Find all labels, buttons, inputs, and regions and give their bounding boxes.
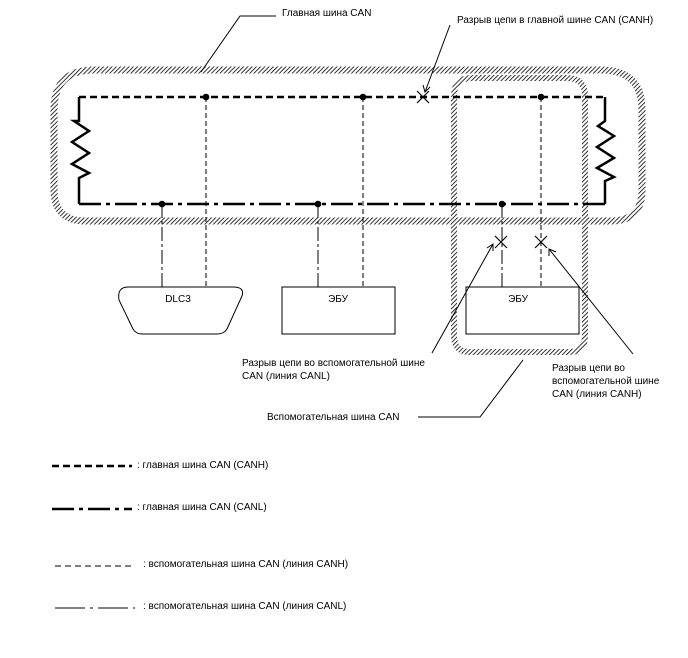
main-break-arrow <box>422 24 451 93</box>
dlc3-label: DLC3 <box>165 294 191 305</box>
legend-sub-canh-text: : вспомогательная шина CAN (линия CANH) <box>143 559 348 570</box>
sub-canl-break-label: CAN (линия CANL) <box>242 371 330 382</box>
main-bus-enclosure <box>50 66 646 225</box>
ecu-label: ЭБУ <box>508 294 529 305</box>
ecu-box <box>281 286 396 335</box>
legend-main-canl-text: : главная шина CAN (CANL) <box>137 502 267 513</box>
sub-bus-label: Вспомогательная шина CAN <box>267 412 399 423</box>
main-bus-leader <box>200 15 276 73</box>
sub-canh-break-label: CAN (линия CANH) <box>552 389 642 400</box>
ecu-label: ЭБУ <box>328 294 349 305</box>
sub-bus-leader <box>418 359 524 418</box>
legend-sub-canl-text: : вспомогательная шина CAN (линия CANL) <box>143 601 346 612</box>
main-break-label: Разрыв цепи в главной шине CAN (CANH) <box>457 15 653 26</box>
left-terminating-resistor <box>69 97 92 204</box>
sub-canl-break-mark <box>494 235 508 249</box>
sub-canl-break-arrow <box>431 243 494 354</box>
main-bus-label: Главная шина CAN <box>282 8 371 19</box>
main-canh-break-mark <box>416 90 430 104</box>
legend-main-canh-text: : главная шина CAN (CANH) <box>137 460 268 471</box>
sub-canh-break-arrow <box>548 248 634 355</box>
sub-canh-break-label: вспомогательной шине <box>552 376 660 387</box>
legend: : главная шина CAN (CANH) : главная шина… <box>52 460 348 612</box>
right-terminating-resistor <box>594 97 617 204</box>
sub-canl-break-label: Разрыв цепи во вспомогательной шине <box>242 358 425 369</box>
ecu-box <box>465 286 580 335</box>
sub-bus-enclosure <box>451 75 588 355</box>
sub-canh-break-label: Разрыв цепи во <box>552 363 625 374</box>
sub-canh-break-mark <box>534 235 548 249</box>
dlc3-connector <box>118 286 244 335</box>
